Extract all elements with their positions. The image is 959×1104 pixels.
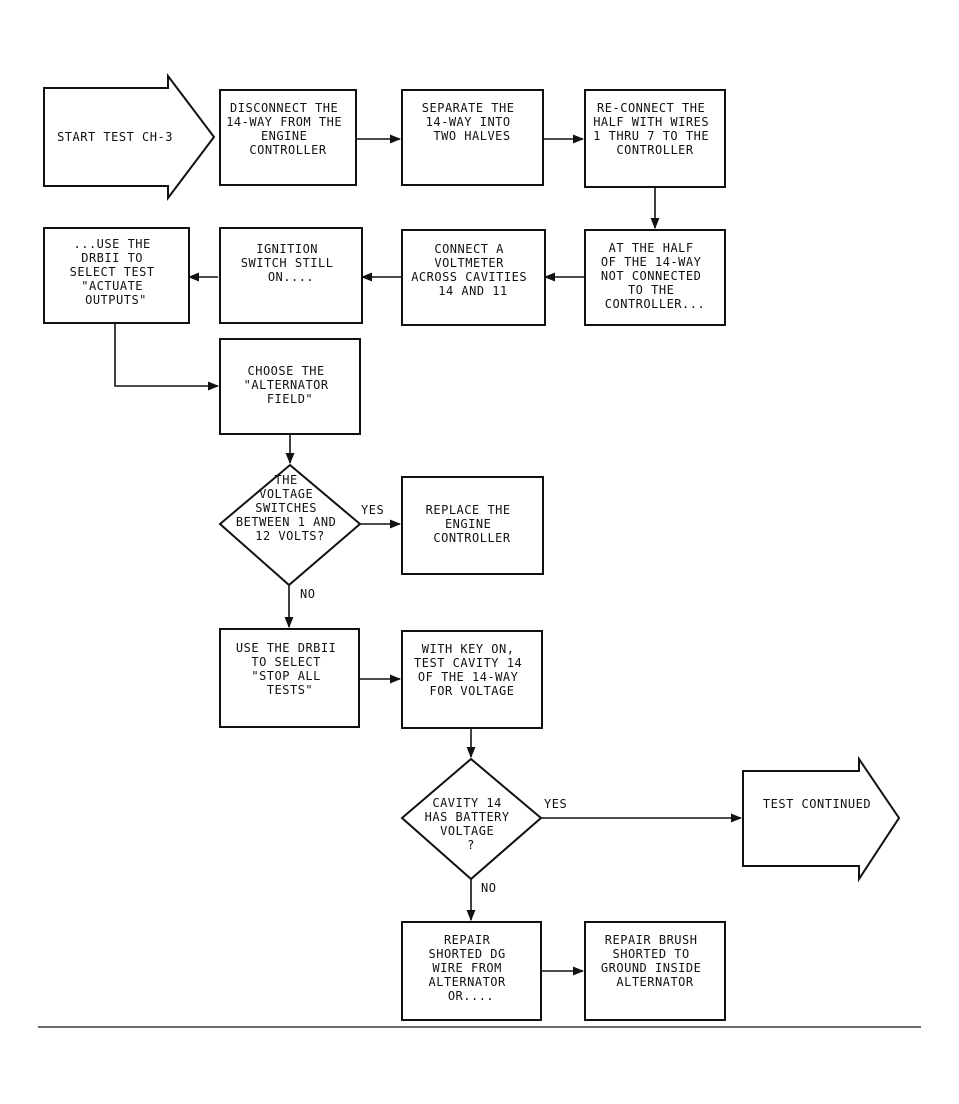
separate-text: SEPARATE THE 14-WAY INTO TWO HALVES: [422, 101, 522, 143]
test-continued-node: TEST CONTINUED: [742, 755, 901, 883]
decision-battery-node: CAVITY 14 HAS BATTERY VOLTAGE ? YES NO: [400, 757, 567, 895]
replace-controller-node: REPLACE THE ENGINE CONTROLLER: [401, 476, 544, 575]
key-on-test-text: WITH KEY ON, TEST CAVITY 14 OF THE 14-WA…: [414, 642, 530, 698]
separate-node: SEPARATE THE 14-WAY INTO TWO HALVES: [401, 89, 544, 186]
choose-field-node: CHOOSE THE "ALTERNATOR FIELD": [219, 338, 361, 435]
voltmeter-text: CONNECT A VOLTMETER ACROSS CAVITIES 14 A…: [411, 242, 535, 298]
connector-use-drb-to-choose-field: [114, 323, 220, 391]
ignition-box: [219, 227, 363, 324]
choose-field-text: CHOOSE THE "ALTERNATOR FIELD": [244, 364, 337, 406]
stop-tests-box: [219, 628, 360, 728]
ignition-text: IGNITION SWITCH STILL ON....: [241, 242, 341, 284]
replace-controller-box: [401, 476, 544, 575]
decision-1-yes-label: YES: [361, 503, 384, 517]
repair-brush-box: [584, 921, 726, 1021]
test-continued-label: TEST CONTINUED: [763, 797, 871, 811]
at-half-node: AT THE HALF OF THE 14-WAY NOT CONNECTED …: [584, 229, 726, 326]
start-node: START TEST CH-3: [43, 73, 216, 201]
reconnect-text: RE-CONNECT THE HALF WITH WIRES 1 THRU 7 …: [593, 101, 717, 157]
use-drb-actuate-node: ...USE THE DRBII TO SELECT TEST "ACTUATE…: [43, 227, 190, 324]
repair-dg-node: REPAIR SHORTED DG WIRE FROM ALTERNATOR O…: [401, 921, 542, 1021]
decision-battery-diamond: [400, 757, 543, 881]
repair-brush-text: REPAIR BRUSH SHORTED TO GROUND INSIDE AL…: [601, 933, 709, 989]
key-on-test-node: WITH KEY ON, TEST CAVITY 14 OF THE 14-WA…: [401, 630, 543, 729]
stop-tests-node: USE THE DRBII TO SELECT "STOP ALL TESTS": [219, 628, 360, 728]
replace-controller-text: REPLACE THE ENGINE CONTROLLER: [426, 503, 519, 545]
disconnect-box: [219, 89, 357, 186]
decision-switches-text: THE VOLTAGE SWITCHES BETWEEN 1 AND 12 VO…: [236, 473, 344, 543]
reconnect-box: [584, 89, 726, 188]
choose-field-box: [219, 338, 361, 435]
repair-dg-box: [401, 921, 542, 1021]
decision-2-yes-label: YES: [544, 797, 567, 811]
key-on-test-box: [401, 630, 543, 729]
decision-switches-diamond: [218, 463, 362, 587]
use-drb-actuate-box: [43, 227, 190, 324]
decision-battery-text: CAVITY 14 HAS BATTERY VOLTAGE ?: [425, 796, 518, 852]
connectors: [114, 134, 743, 976]
start-label: START TEST CH-3: [57, 130, 173, 144]
reconnect-node: RE-CONNECT THE HALF WITH WIRES 1 THRU 7 …: [584, 89, 726, 188]
use-drb-actuate-text: ...USE THE DRBII TO SELECT TEST "ACTUATE…: [70, 237, 163, 307]
separate-box: [401, 89, 544, 186]
decision-switches-node: THE VOLTAGE SWITCHES BETWEEN 1 AND 12 VO…: [218, 463, 384, 601]
at-half-text: AT THE HALF OF THE 14-WAY NOT CONNECTED …: [601, 241, 709, 311]
at-half-box: [584, 229, 726, 326]
repair-brush-node: REPAIR BRUSH SHORTED TO GROUND INSIDE AL…: [584, 921, 726, 1021]
repair-dg-text: REPAIR SHORTED DG WIRE FROM ALTERNATOR O…: [429, 933, 514, 1003]
ignition-node: IGNITION SWITCH STILL ON....: [219, 227, 363, 324]
disconnect-text: DISCONNECT THE 14-WAY FROM THE ENGINE CO…: [226, 101, 350, 157]
stop-tests-text: USE THE DRBII TO SELECT "STOP ALL TESTS": [236, 641, 344, 697]
decision-1-no-label: NO: [300, 587, 315, 601]
disconnect-node: DISCONNECT THE 14-WAY FROM THE ENGINE CO…: [219, 89, 357, 186]
voltmeter-node: CONNECT A VOLTMETER ACROSS CAVITIES 14 A…: [401, 229, 546, 326]
test-continued-arrow-shape: [742, 755, 901, 883]
start-arrow-shape: [43, 73, 216, 201]
decision-2-no-label: NO: [481, 881, 496, 895]
voltmeter-box: [401, 229, 546, 326]
